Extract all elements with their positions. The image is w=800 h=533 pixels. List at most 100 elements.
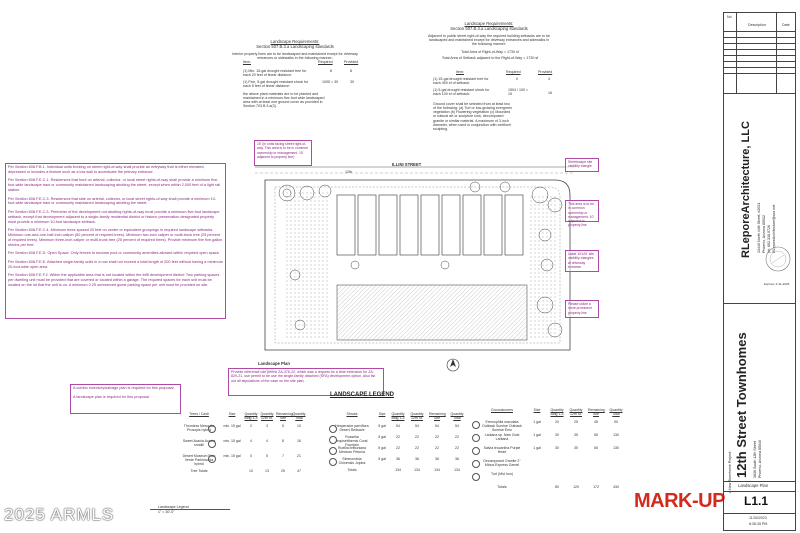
rev-date-header: Date	[782, 23, 790, 27]
legend-cell: 130	[613, 433, 619, 437]
legend-header-cell: Size	[228, 412, 236, 416]
legend-cell: 130	[613, 446, 619, 450]
legend-header-cell: Quantity Bldg 1-3	[244, 412, 258, 420]
legend-header-cell: Size	[378, 412, 386, 416]
project-address-1: 3636 South 12th Street	[753, 441, 757, 478]
north-arrow-icon	[446, 358, 460, 372]
legend-header-cell: Remaining Site	[588, 408, 605, 416]
legend-header-cell: Quantity Total	[292, 412, 306, 420]
legend-cell: 0	[250, 454, 252, 458]
legend-cell: 90	[614, 420, 618, 424]
callout-property-line: Please utilize a more prominent property…	[565, 300, 599, 318]
req-left-col-provided: Provided	[344, 60, 359, 64]
plan-label: Landscape Plan	[258, 361, 290, 366]
legend-cell: Decomposed Granite 2" Minus Express Game…	[483, 459, 521, 467]
tree-symbols	[278, 181, 563, 338]
req-right-row-2-provided: 16	[548, 91, 552, 95]
req-right-col-provided: Provided	[538, 70, 553, 74]
street-label: ILLINI STREET	[392, 162, 422, 167]
legend-cell: 22	[396, 446, 400, 450]
legend-cell: 22	[435, 446, 439, 450]
legend-cell: 25	[281, 469, 285, 473]
legend-cell: 3	[266, 424, 268, 428]
code-note: Per Section 608.F.E.C.1. Residences that…	[8, 178, 221, 192]
townhome-buildings	[336, 194, 524, 256]
legend-cell: 45	[594, 420, 598, 424]
plant-symbol-icon	[472, 434, 480, 442]
inventory-note: A combo inventory/salvage plan is requir…	[73, 386, 175, 390]
legend-cell: min. 15 gal	[223, 439, 241, 443]
legend-scale-label: Landscape Legend	[158, 505, 189, 509]
req-left-intro: Interior property lines are to be landsc…	[232, 52, 358, 61]
req-left-row-1-item: (1) Min. 15-gal drought resistant tree f…	[243, 69, 307, 78]
callout-visibility: Streetscape site visibility triangle	[565, 158, 599, 172]
legend-header-cell: Trees / Cacti	[189, 412, 209, 416]
callout-common: This area is to be in common ownership o…	[565, 200, 599, 227]
legend-cell: 172	[593, 485, 599, 489]
plant-symbol-icon	[472, 473, 480, 481]
req-left-row-2-item: (1) Five, 5-gal drought resistant shrub …	[243, 80, 309, 89]
project-name: 12th Street Townhomes	[734, 332, 749, 478]
legend-cell: 10	[297, 424, 301, 428]
legend-cell: Simmondsia Chinensis Jojoba	[338, 457, 366, 465]
legend-cell: min. 15 gal	[223, 454, 241, 458]
legend-cell: 36	[455, 457, 459, 461]
req-right-row-1-item: (1) 15-gal drought resistant tree for ea…	[433, 77, 489, 86]
legend-cell: 47	[297, 469, 301, 473]
legend-cell: 54	[435, 424, 439, 428]
legend-cell: 1 gal	[533, 446, 541, 450]
legend-cell: 10	[249, 469, 253, 473]
legend-cell: Lantana sp. New Gold Lantana	[484, 433, 520, 441]
legend-header-cell: Quantity Total	[609, 408, 623, 416]
rev-description-header: Description	[748, 23, 766, 27]
legend-cell: 35	[574, 433, 578, 437]
req-left-block: Landscape Requirements: Section 507.B.3.…	[230, 39, 360, 50]
legend-cell: 22	[415, 446, 419, 450]
req-right-col-item: Item:	[456, 70, 464, 74]
landscape-plan-note: A landscape plan is required for this pr…	[73, 394, 150, 399]
req-left-row-1-required: 8	[330, 69, 332, 73]
legend-cell: 25	[574, 420, 578, 424]
legend-header-cell: Remaining Site	[429, 412, 446, 420]
legend-cell: 4	[250, 439, 252, 443]
req-right-total-2: Total Area of Setback adjacent to the Ri…	[441, 56, 539, 60]
legend-cell: 5 gal	[378, 424, 386, 428]
watermark: 2025 ARMLS	[4, 505, 115, 524]
plant-symbol-icon	[472, 460, 480, 468]
callout-setback: 15' (in units facing street right-of-way…	[254, 140, 312, 166]
project-prefix: A New Townhome Project:	[728, 451, 732, 493]
legend-header-cell: Quantity Bldg 1-3	[391, 412, 405, 420]
plant-symbol-icon	[472, 421, 480, 429]
plan-bottom-note: Provide reference use permit ZA-376-22, …	[228, 368, 384, 396]
req-right-row-1-required: 0	[516, 77, 518, 81]
legend-cell: 1 gal	[533, 433, 541, 437]
legend-header-cell: Shrubs	[346, 412, 358, 416]
sheet-number: L1.1	[744, 494, 769, 508]
legend-cell: 65	[594, 446, 598, 450]
bottom-notes-box: A combo inventory/salvage plan is requir…	[70, 384, 181, 414]
seal-expires: Expires: 6-31-2025	[764, 282, 790, 286]
req-left-col-item: Item:	[243, 60, 251, 64]
project-address-2: Phoenix, Arizona 85040	[758, 440, 762, 478]
legend-cell: 2	[250, 424, 252, 428]
req-left-row-1-provided: 8	[350, 69, 352, 73]
legend-shrubs-table: Shrubs Size Quantity Bldg 1-3 Quantity 12th…	[329, 412, 475, 492]
legend-cell: 134	[454, 468, 460, 472]
plant-symbol-icon	[208, 455, 216, 463]
legend-header-cell: Size	[533, 408, 541, 412]
plant-symbol-icon	[208, 425, 216, 433]
legend-cell: Turf (Mid Iron)	[490, 472, 514, 476]
req-right-row-2-item: (1) 5-gal drought resistant shrub for ea…	[433, 88, 490, 97]
legend-header-cell: Remaining Site	[276, 412, 293, 420]
req-left-col-required: Required	[318, 60, 333, 64]
legend-cell: 4	[266, 439, 268, 443]
legend-cell: Ruellia brittoniana Mexican Petunia	[337, 446, 367, 454]
plant-symbol-icon	[329, 458, 337, 466]
legend-cell: Salvia leucantha Purple Heart	[483, 446, 521, 454]
code-note: Per Section 608.F.E.F.2. Within the appl…	[8, 273, 220, 287]
legend-header-cell: Quantity 12th St.	[410, 412, 424, 420]
req-right-intro: Adjacent to public street right-of-way t…	[427, 34, 551, 47]
legend-cell: 7	[282, 454, 284, 458]
legend-cell: 430	[613, 485, 619, 489]
